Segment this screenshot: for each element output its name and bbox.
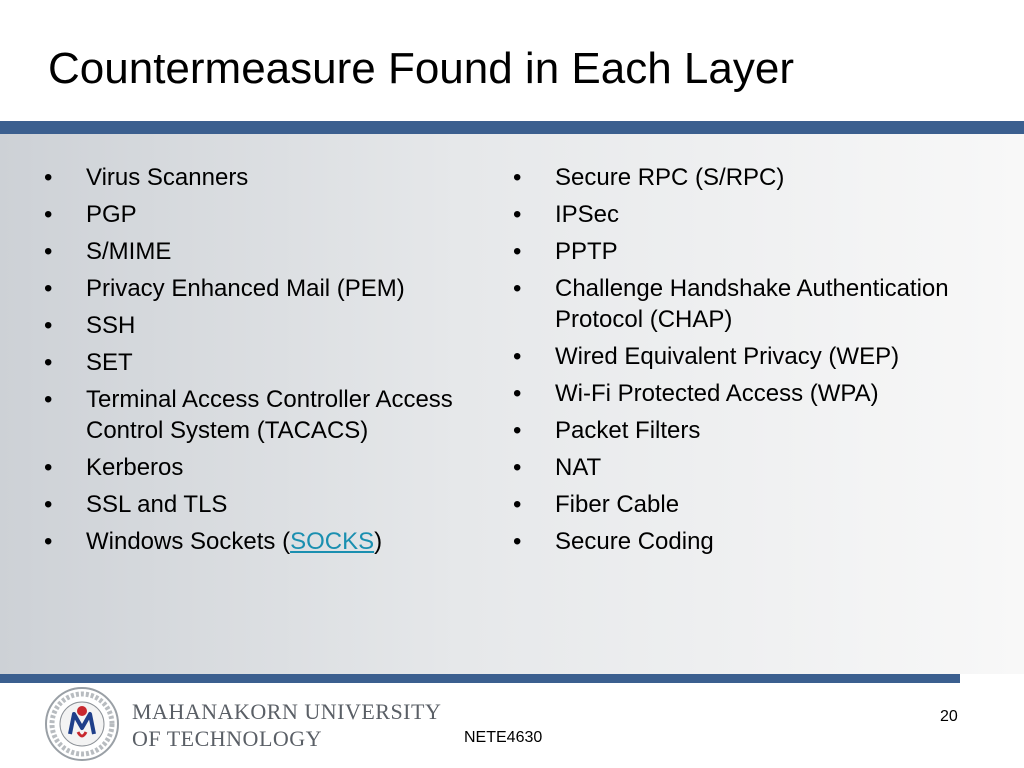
bullet-icon: • (44, 454, 53, 481)
list-item: •SET (44, 349, 133, 376)
bullet-icon: • (513, 164, 522, 191)
bullet-icon: • (44, 491, 53, 518)
list-item: •PGP (44, 201, 137, 228)
bullet-icon: • (44, 275, 53, 302)
list-item: •PPTP (513, 238, 618, 265)
page-number: 20 (940, 708, 958, 725)
content-area: •Virus Scanners •PGP •S/MIME •Privacy En… (0, 134, 1024, 674)
bullet-icon: • (44, 349, 53, 376)
bullet-icon: • (513, 275, 522, 302)
list-item: •Wi-Fi Protected Access (WPA) (513, 380, 879, 407)
list-item: •Privacy Enhanced Mail (PEM) (44, 275, 405, 302)
university-wordmark: MAHANAKORN UNIVERSITY OF TECHNOLOGY (132, 699, 442, 751)
bullet-icon: • (44, 238, 53, 265)
bullet-icon: • (44, 201, 53, 228)
list-item: •Secure RPC (S/RPC) (513, 164, 785, 191)
list-item: •Terminal Access Controller Access Contr… (44, 386, 453, 444)
socks-link[interactable]: SOCKS (290, 528, 375, 555)
footer (0, 683, 1024, 768)
list-item: •Kerberos (44, 454, 184, 481)
list-item: •NAT (513, 454, 602, 481)
list-item: •Challenge Handshake Authentication Prot… (513, 275, 949, 333)
list-item: •S/MIME (44, 238, 172, 265)
bullet-icon: • (513, 343, 522, 370)
list-item: •Wired Equivalent Privacy (WEP) (513, 343, 900, 370)
bullet-icon: • (513, 238, 522, 265)
list-item: •SSL and TLS (44, 491, 228, 518)
bullet-icon: • (513, 201, 522, 228)
list-item: •Secure Coding (513, 528, 714, 555)
bullet-icon: • (44, 386, 53, 413)
bullet-icon: • (513, 528, 522, 555)
bullet-icon: • (513, 491, 522, 518)
list-item: •IPSec (513, 201, 620, 228)
top-divider-band (0, 121, 1024, 134)
bullet-icon: • (44, 528, 53, 555)
course-code: NETE4630 (464, 729, 543, 746)
list-item: •Packet Filters (513, 417, 701, 444)
bullet-icon: • (44, 312, 53, 339)
list-item: •Virus Scanners (44, 164, 249, 191)
left-bullet-list: •Virus Scanners •PGP •S/MIME •Privacy En… (44, 162, 474, 563)
list-item: •SSH (44, 312, 136, 339)
bullet-icon: • (44, 164, 53, 191)
slide-title: Countermeasure Found in Each Layer (48, 44, 794, 93)
bullet-icon: • (513, 454, 522, 481)
bullet-icon: • (513, 417, 522, 444)
list-item: •Fiber Cable (513, 491, 680, 518)
bullet-icon: • (513, 380, 522, 407)
university-seal-icon (45, 687, 119, 761)
list-item: •Windows Sockets (SOCKS) (44, 528, 383, 555)
right-bullet-list: •Secure RPC (S/RPC) •IPSec •PPTP •Challe… (513, 162, 953, 563)
bottom-divider-band (0, 674, 960, 683)
